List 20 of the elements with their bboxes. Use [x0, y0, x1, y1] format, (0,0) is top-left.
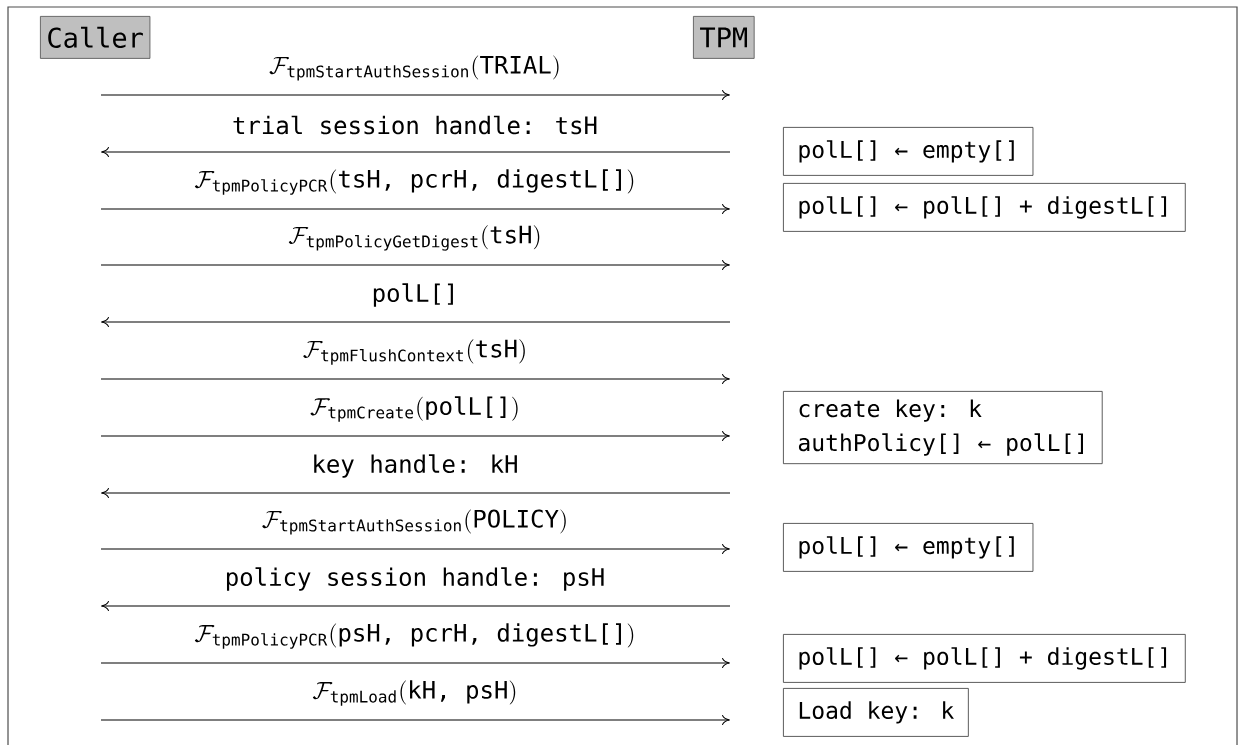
- state-box: polL[] ← empty[]: [783, 127, 1034, 176]
- message-label: $\mathcal{F}_{\texttt{tpmCreate}}(\texttt{polL[]})$: [310, 396, 518, 422]
- state-box: polL[] ← polL[] + digestL[]: [783, 183, 1186, 232]
- message-label: polL[]: [373, 283, 453, 307]
- state-box: create key: k authPolicy[] ← polL[]: [783, 391, 1103, 465]
- participant-box: Caller: [40, 16, 151, 59]
- message-label: policy session handle: psH: [227, 567, 604, 591]
- message-label: $\mathcal{F}_{\texttt{tpmPolicyGetDigest}}(\texttt{tsH})$: [288, 225, 540, 251]
- message-label: $\mathcal{F}_{\texttt{tpmStartAuthSession}}(\texttt{TRIAL})$: [269, 55, 559, 81]
- state-box: polL[] ← polL[] + digestL[]: [783, 634, 1186, 683]
- message-label: $\mathcal{F}_{\texttt{tpmPolicyPCR}}(\texttt{psH, pcrH, digestL[]})$: [194, 623, 634, 649]
- state-box: Load key: k: [783, 688, 969, 737]
- message-label: $\mathcal{F}_{\texttt{tpmPolicyPCR}}(\texttt{tsH, pcrH, digestL[]})$: [194, 169, 634, 195]
- participant-box: TPM: [693, 16, 755, 59]
- message-label: trial session handle: tsH: [233, 115, 597, 135]
- message-label: key handle: kH: [314, 454, 517, 478]
- message-label: $\mathcal{F}_{\texttt{tpmLoad}}(\texttt{kH, psH})$: [312, 680, 516, 706]
- message-label: $\mathcal{F}_{\texttt{tpmStartAuthSession}}(\texttt{POLICY})$: [262, 509, 566, 535]
- state-box: polL[] ← empty[]: [783, 523, 1034, 572]
- message-label: $\mathcal{F}_{\texttt{tpmFlushContext}}(\texttt{tsH})$: [303, 339, 525, 365]
